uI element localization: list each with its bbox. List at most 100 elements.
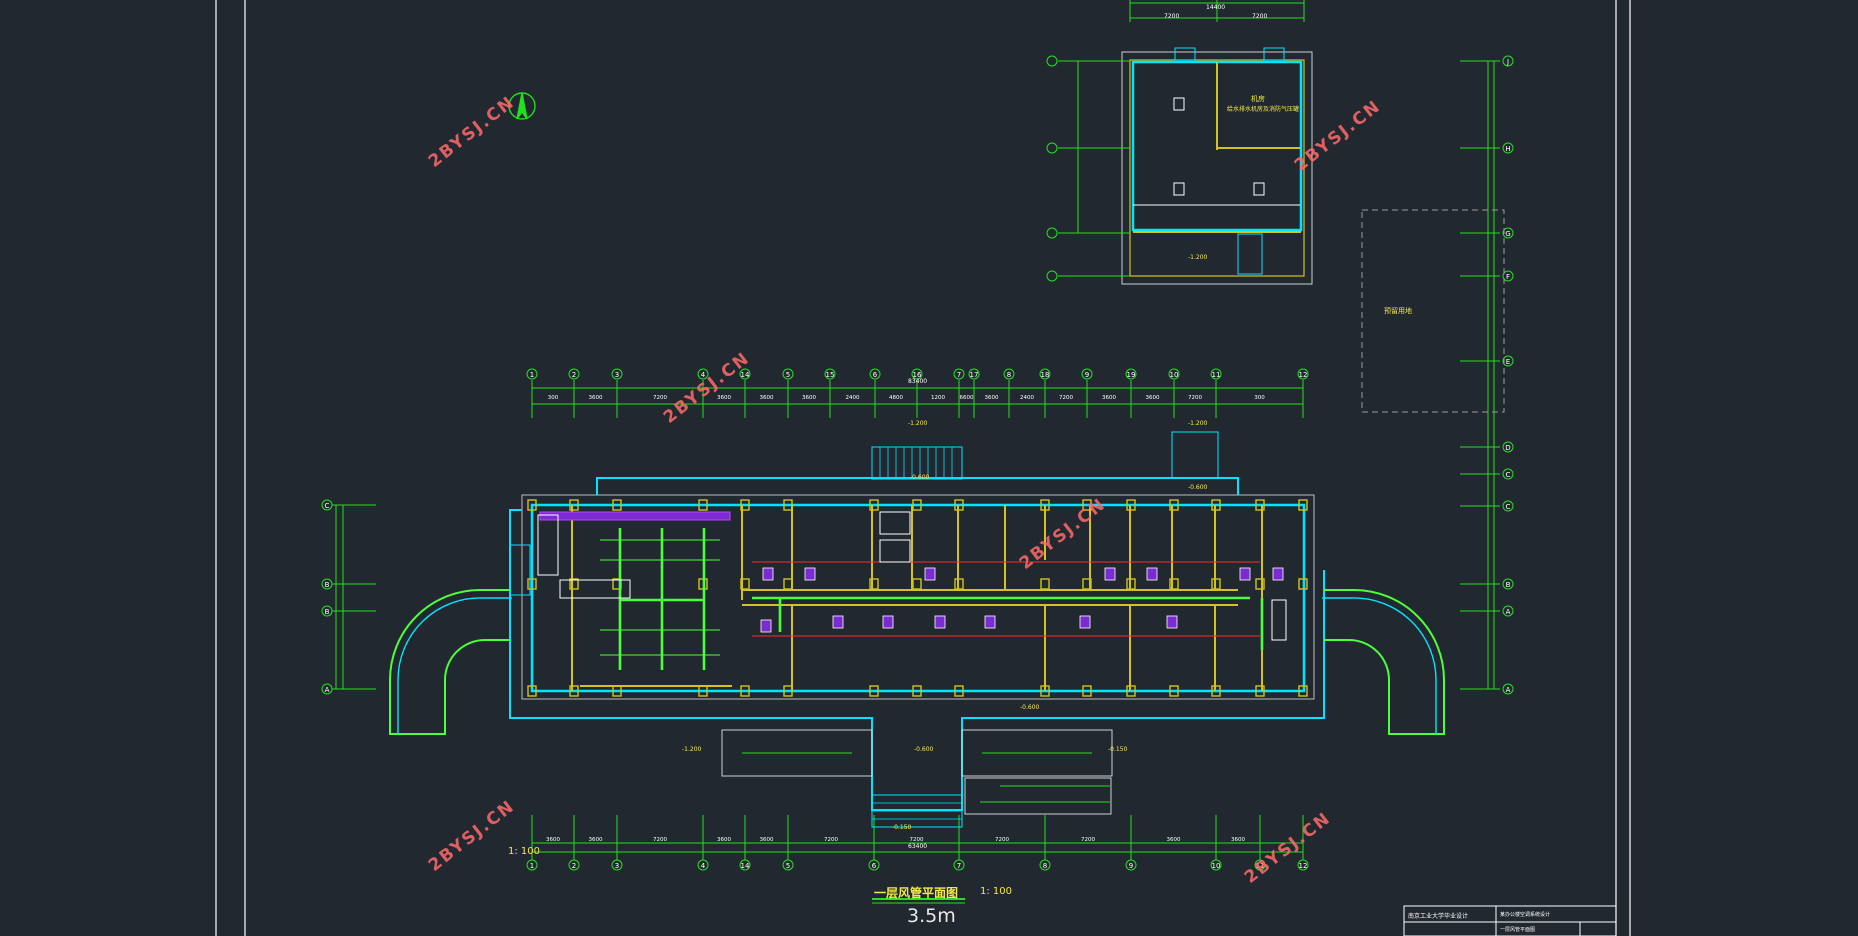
axis-label: 3 <box>615 862 619 870</box>
column-icon <box>1255 578 1265 590</box>
column-icon <box>1126 685 1136 697</box>
axis-bubble <box>321 605 333 617</box>
north-arrow-icon <box>508 92 536 120</box>
axis-label: C <box>325 502 330 510</box>
axis-label: 17 <box>970 371 979 379</box>
axis-label: 10 <box>1212 862 1221 870</box>
column-icon <box>740 499 750 511</box>
column-icon <box>783 499 793 511</box>
axis-bubble <box>953 368 965 380</box>
fan-coil-icon <box>832 615 844 629</box>
axis-label: G <box>1505 230 1510 238</box>
dimension-label: 3600 <box>589 837 603 843</box>
axis-bubble <box>1502 441 1514 453</box>
axis-label: 5 <box>786 862 790 870</box>
dimension-label: 300 <box>1254 395 1265 401</box>
axis-bubble <box>1297 859 1309 871</box>
axis-label: 12 <box>1299 862 1308 870</box>
fan-coil-icon <box>1239 567 1251 581</box>
fan-coil-icon <box>984 615 996 629</box>
dimension-label: 3600 <box>717 395 731 401</box>
axis-bubble <box>1297 368 1309 380</box>
axis-bubble <box>1210 859 1222 871</box>
dimension-label: 3600 <box>717 837 731 843</box>
column-icon <box>569 499 579 511</box>
axis-bubble <box>968 368 980 380</box>
elevation-4: -0.600 <box>1188 484 1208 491</box>
axis-label: 16 <box>913 371 922 379</box>
column-icon <box>1082 499 1092 511</box>
axis-bubble <box>1502 355 1514 367</box>
dimension-label: 6600 <box>960 395 974 401</box>
axis-bubble <box>869 368 881 380</box>
axis-bubble <box>568 368 580 380</box>
axis-label: A <box>1506 608 1511 616</box>
axis-label: 9 <box>1085 371 1089 379</box>
axis-bubble <box>568 859 580 871</box>
axis-bubble <box>611 859 623 871</box>
column-icon <box>1298 578 1308 590</box>
fan-coil-icon <box>804 567 816 581</box>
axis-label: H <box>1505 145 1510 153</box>
axis-bubble <box>321 683 333 695</box>
fan-coil-icon <box>882 615 894 629</box>
axis-label: 14 <box>741 862 750 870</box>
title-block-school: 南京工业大学毕业设计 <box>1408 913 1469 920</box>
upper-plan-machine-room <box>1046 0 1313 285</box>
elevation-6: -0.600 <box>914 746 934 753</box>
title-block <box>1403 905 1617 936</box>
dimension-label: 3600 <box>1167 837 1181 843</box>
axis-bubble <box>611 368 623 380</box>
axis-bubble <box>1039 859 1051 871</box>
dimension-label: 3600 <box>546 837 560 843</box>
elevation-1: -1.200 <box>908 420 928 427</box>
axis-label: 4 <box>701 862 706 870</box>
title-block-drawing-name: 一层风管平面图 <box>1500 927 1536 933</box>
column-icon <box>1298 685 1308 697</box>
main-floor-plan <box>389 431 1445 828</box>
elevation-2: -1.200 <box>1188 420 1208 427</box>
axis-label: E <box>1506 358 1510 366</box>
fan-coil-icon <box>924 567 936 581</box>
fan-coil-icon <box>762 567 774 581</box>
column-icon <box>1126 578 1136 590</box>
dimension-label: 3600 <box>802 395 816 401</box>
upper-dim-1: 7200 <box>1164 13 1180 20</box>
axis-label: 18 <box>1041 371 1050 379</box>
axis-label: 1 <box>530 862 534 870</box>
dimension-label: 7200 <box>910 837 924 843</box>
axis-label: F <box>1506 273 1510 281</box>
elevation-3: -0.600 <box>910 474 930 481</box>
column-icon <box>1211 578 1221 590</box>
axis-bubble <box>697 859 709 871</box>
axis-label: 14 <box>741 371 750 379</box>
upper-dim-2: 7200 <box>1252 13 1268 20</box>
dimension-label: 7200 <box>1059 395 1073 401</box>
axis-bubble <box>1502 578 1514 590</box>
column-icon <box>954 578 964 590</box>
column-icon <box>1169 578 1179 590</box>
axis-bubble <box>1502 683 1514 695</box>
column-icon <box>740 578 750 590</box>
axis-label: 11 <box>1212 371 1221 379</box>
axis-label: C <box>1506 503 1511 511</box>
column-icon <box>612 685 622 697</box>
fan-coil-icon <box>1104 567 1116 581</box>
axis-label: 10 <box>1170 371 1179 379</box>
axis-bubble <box>1254 859 1266 871</box>
axis-label: B <box>325 608 330 616</box>
fan-coil-icon <box>1146 567 1158 581</box>
column-icon <box>740 685 750 697</box>
dimension-label: 2400 <box>1020 395 1034 401</box>
machine-room-note: 给水排水机房及消防气压罐 <box>1227 106 1300 113</box>
axis-bubble <box>1081 368 1093 380</box>
column-icon <box>1082 685 1092 697</box>
column-icon <box>783 685 793 697</box>
column-icon <box>954 685 964 697</box>
column-icon <box>1169 499 1179 511</box>
axis-label: A <box>325 686 330 694</box>
